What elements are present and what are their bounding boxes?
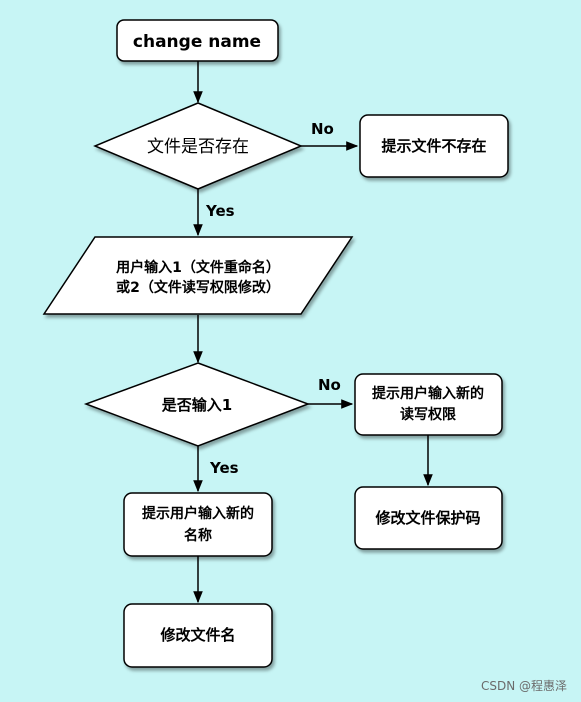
edge-label-input1-yes: Yes [209, 459, 239, 477]
process-not-exist-message-label: 提示文件不存在 [381, 137, 486, 155]
process-modify-name: 修改文件名 [123, 603, 273, 668]
watermark: CSDN @程惠泽 [480, 679, 567, 693]
edge-label-input1-no: No [318, 376, 341, 394]
io-user-input-line1: 用户输入1（文件重命名） [116, 259, 280, 276]
edge-label-exists-no: No [311, 120, 334, 138]
io-user-input-line2: 或2（文件读写权限修改） [116, 279, 280, 296]
decision-file-exists-label: 文件是否存在 [147, 137, 249, 157]
io-user-input: 用户输入1（文件重命名） 或2（文件读写权限修改） [42, 236, 354, 315]
process-modify-protection-label: 修改文件保护码 [374, 509, 480, 527]
process-prompt-name-line2: 名称 [184, 527, 212, 544]
process-prompt-permission-line1: 提示用户输入新的 [372, 385, 484, 402]
decision-is-input-1: 是否输入1 [83, 362, 311, 447]
start-node-label: change name [133, 32, 261, 52]
edge-label-exists-yes: Yes [205, 202, 235, 220]
process-modify-protection: 修改文件保护码 [354, 486, 503, 550]
process-prompt-name-line1: 提示用户输入新的 [142, 505, 254, 522]
process-not-exist-message: 提示文件不存在 [359, 114, 509, 178]
process-prompt-permission-line2: 读写权限 [400, 406, 456, 423]
decision-file-exists: 文件是否存在 [93, 102, 303, 190]
process-modify-name-label: 修改文件名 [159, 626, 235, 644]
decision-is-input-1-label: 是否输入1 [161, 396, 232, 414]
start-node: change name [116, 19, 279, 62]
process-prompt-name: 提示用户输入新的 名称 [123, 492, 273, 557]
process-prompt-permission: 提示用户输入新的 读写权限 [354, 373, 503, 436]
